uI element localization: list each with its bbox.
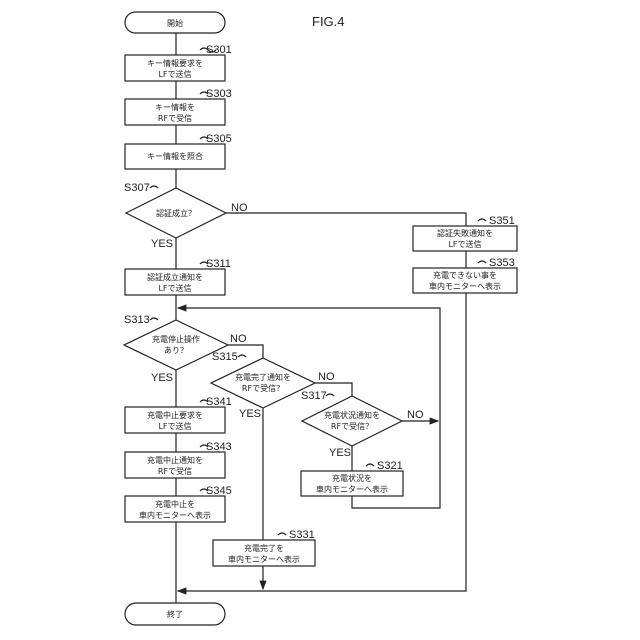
- step-s331: 充電完了を 車内モニターへ表示 S331: [213, 529, 315, 566]
- svg-text:充電完了通知を: 充電完了通知を: [235, 372, 291, 382]
- svg-text:S351: S351: [489, 215, 515, 227]
- svg-text:LFで送信: LFで送信: [158, 421, 191, 431]
- svg-text:S305: S305: [206, 133, 232, 145]
- svg-text:RFで受信？: RFで受信？: [242, 383, 284, 393]
- step-s353: 充電できない事を 車内モニターへ表示 S353: [413, 257, 517, 293]
- decision-s315: 充電完了通知を RFで受信？ S315 NO YES: [211, 351, 335, 420]
- step-s305: キー情報を照合 S305: [125, 133, 232, 169]
- step-s351: 認証失敗通知を LFで送信 S351: [413, 215, 517, 251]
- no-label: NO: [407, 409, 424, 421]
- svg-text:S301: S301: [206, 44, 232, 56]
- step-s303: キー情報を RFで受信 S303: [125, 88, 232, 125]
- svg-text:S331: S331: [289, 529, 315, 541]
- svg-text:認証成立？: 認証成立？: [156, 208, 196, 218]
- svg-text:キー情報を: キー情報を: [155, 102, 195, 112]
- svg-text:RFで受信: RFで受信: [158, 113, 192, 123]
- svg-text:S303: S303: [206, 88, 232, 100]
- step-s345: 充電中止を 車内モニターへ表示 S345: [125, 485, 232, 522]
- svg-text:LFで送信: LFで送信: [158, 69, 191, 79]
- yes-label: YES: [329, 447, 351, 459]
- svg-text:S345: S345: [206, 485, 232, 497]
- svg-text:LFで送信: LFで送信: [448, 239, 481, 249]
- svg-text:充電完了を: 充電完了を: [244, 543, 284, 553]
- no-label: NO: [230, 333, 247, 345]
- figure-label: FIG.4: [312, 14, 345, 29]
- svg-text:S315: S315: [212, 351, 238, 363]
- no-label: NO: [318, 371, 335, 383]
- svg-text:充電状況を: 充電状況を: [332, 473, 372, 483]
- svg-text:車内モニターへ表示: 車内モニターへ表示: [228, 554, 300, 564]
- svg-text:充電中止通知を: 充電中止通知を: [147, 455, 203, 465]
- svg-text:充電できない事を: 充電できない事を: [433, 270, 497, 280]
- decision-s313: 充電停止操作 あり？ S313 NO YES: [124, 314, 247, 384]
- svg-text:RFで受信？: RFで受信？: [331, 421, 373, 431]
- step-s311: 認証成立通知を LFで送信 S311: [125, 258, 231, 295]
- svg-text:開始: 開始: [167, 18, 183, 28]
- svg-text:S311: S311: [206, 258, 231, 270]
- svg-text:S321: S321: [377, 460, 403, 472]
- svg-text:あり？: あり？: [164, 346, 188, 355]
- svg-text:キー情報を照合: キー情報を照合: [147, 151, 203, 161]
- svg-text:S353: S353: [489, 257, 515, 269]
- svg-text:S343: S343: [206, 441, 232, 453]
- svg-text:LFで送信: LFで送信: [158, 283, 191, 293]
- svg-text:充電中止を: 充電中止を: [155, 499, 195, 509]
- yes-label: YES: [151, 372, 173, 384]
- svg-text:キー情報要求を: キー情報要求を: [147, 58, 203, 68]
- svg-text:RFで受信: RFで受信: [158, 466, 192, 476]
- svg-text:認証成立通知を: 認証成立通知を: [147, 272, 203, 282]
- step-s301: キー情報要求を LFで送信 S301: [125, 44, 232, 81]
- svg-text:S313: S313: [124, 314, 150, 326]
- svg-text:認証失敗通知を: 認証失敗通知を: [437, 228, 493, 238]
- yes-label: YES: [151, 238, 173, 250]
- no-label: NO: [231, 202, 248, 214]
- end-terminal: 終了: [125, 603, 225, 625]
- yes-label: YES: [239, 408, 261, 420]
- svg-text:S341: S341: [206, 396, 232, 408]
- step-s343: 充電中止通知を RFで受信 S343: [125, 441, 232, 478]
- decision-s307: 認証成立？ S307 NO YES: [124, 182, 248, 250]
- svg-text:充電停止操作: 充電停止操作: [152, 334, 200, 344]
- svg-text:充電状況通知を: 充電状況通知を: [324, 410, 380, 420]
- svg-text:車内モニターへ表示: 車内モニターへ表示: [316, 484, 388, 494]
- svg-text:充電中止要求を: 充電中止要求を: [147, 410, 203, 420]
- svg-text:車内モニターへ表示: 車内モニターへ表示: [429, 281, 501, 291]
- svg-text:車内モニターへ表示: 車内モニターへ表示: [139, 510, 211, 520]
- svg-text:S317: S317: [301, 390, 327, 402]
- svg-text:S307: S307: [124, 182, 150, 194]
- decision-s317: 充電状況通知を RFで受信？ S317 NO YES: [301, 390, 424, 459]
- step-s341: 充電中止要求を LFで送信 S341: [125, 396, 232, 433]
- svg-text:終了: 終了: [167, 609, 183, 619]
- start-terminal: 開始: [125, 12, 225, 33]
